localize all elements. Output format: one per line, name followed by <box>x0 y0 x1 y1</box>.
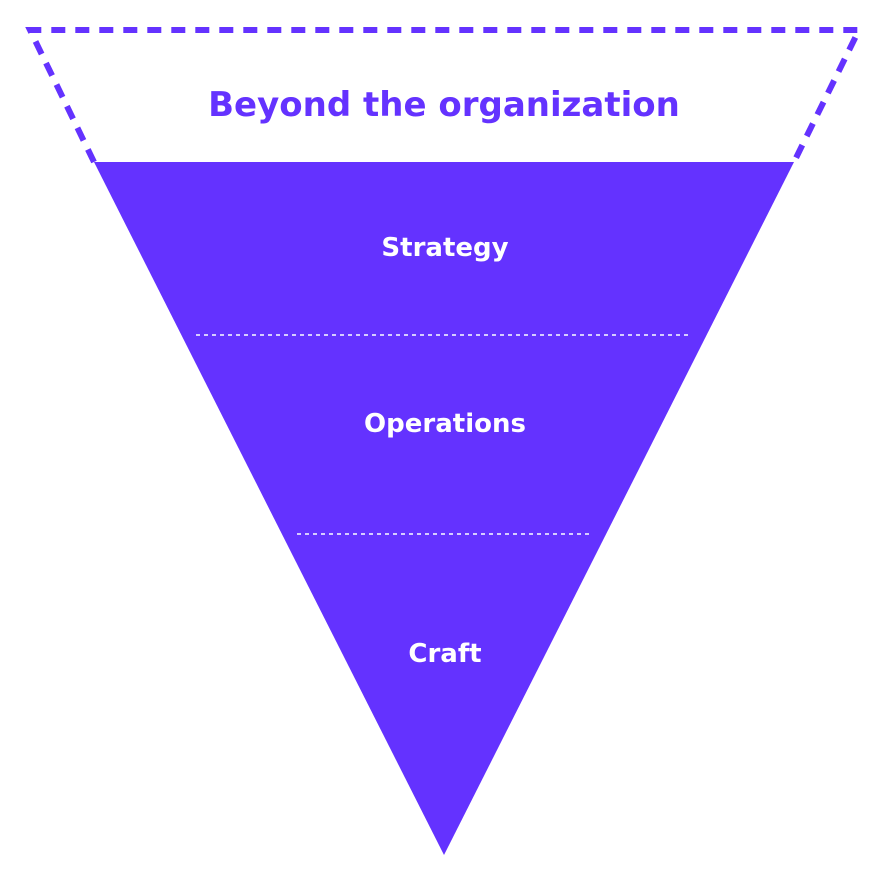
outer-zone-outline <box>25 27 864 164</box>
outer-zone-label: Beyond the organization <box>208 85 680 125</box>
layer-label-operations: Operations <box>364 409 526 439</box>
layer-label-craft: Craft <box>408 639 481 669</box>
layer-label-strategy: Strategy <box>381 233 508 263</box>
pyramid-body <box>94 162 794 855</box>
